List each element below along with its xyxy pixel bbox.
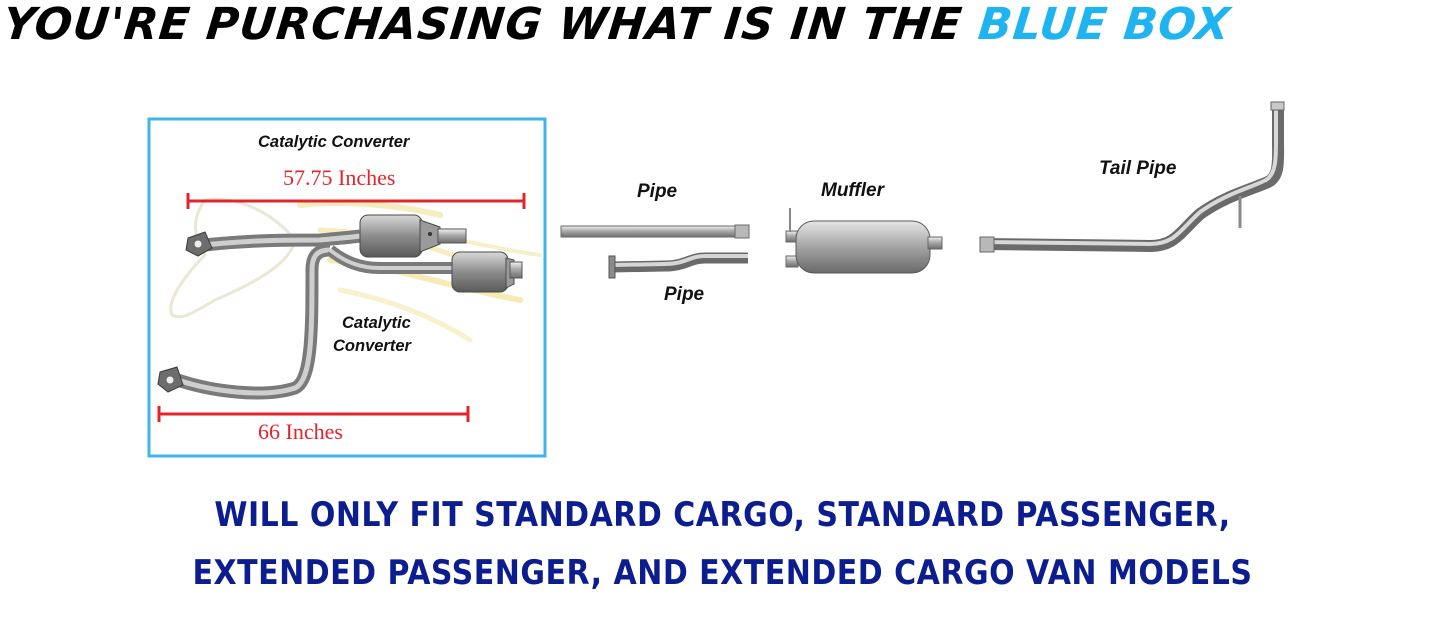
measure-line-bottom [157, 406, 470, 422]
muffler [785, 208, 943, 274]
catalytic-converter-assembly [157, 214, 523, 400]
label-measure-top: 57.75 Inches [283, 165, 396, 190]
label-pipe-top: Pipe [637, 181, 678, 202]
label-muffler: Muffler [821, 180, 884, 201]
label-pipe-bottom: Pipe [664, 284, 705, 305]
label-catalytic-line1: Catalytic [342, 314, 411, 332]
label-catalytic-converter-top: Catalytic Converter [258, 133, 410, 151]
blue-selection-box [147, 117, 547, 458]
fitment-note-line1: WILL ONLY FIT STANDARD CARGO, STANDARD P… [214, 495, 1231, 536]
fitment-note-line2: EXTENDED PASSENGER, AND EXTENDED CARGO V… [192, 553, 1253, 594]
measure-line-top [186, 193, 526, 209]
pipe-straight [560, 224, 750, 239]
label-tail-pipe: Tail Pipe [1099, 158, 1177, 179]
label-converter-line2: Converter [333, 337, 411, 355]
pipe-short [608, 252, 748, 279]
label-measure-bottom: 66 Inches [258, 419, 343, 444]
tail-pipe [979, 101, 1285, 253]
